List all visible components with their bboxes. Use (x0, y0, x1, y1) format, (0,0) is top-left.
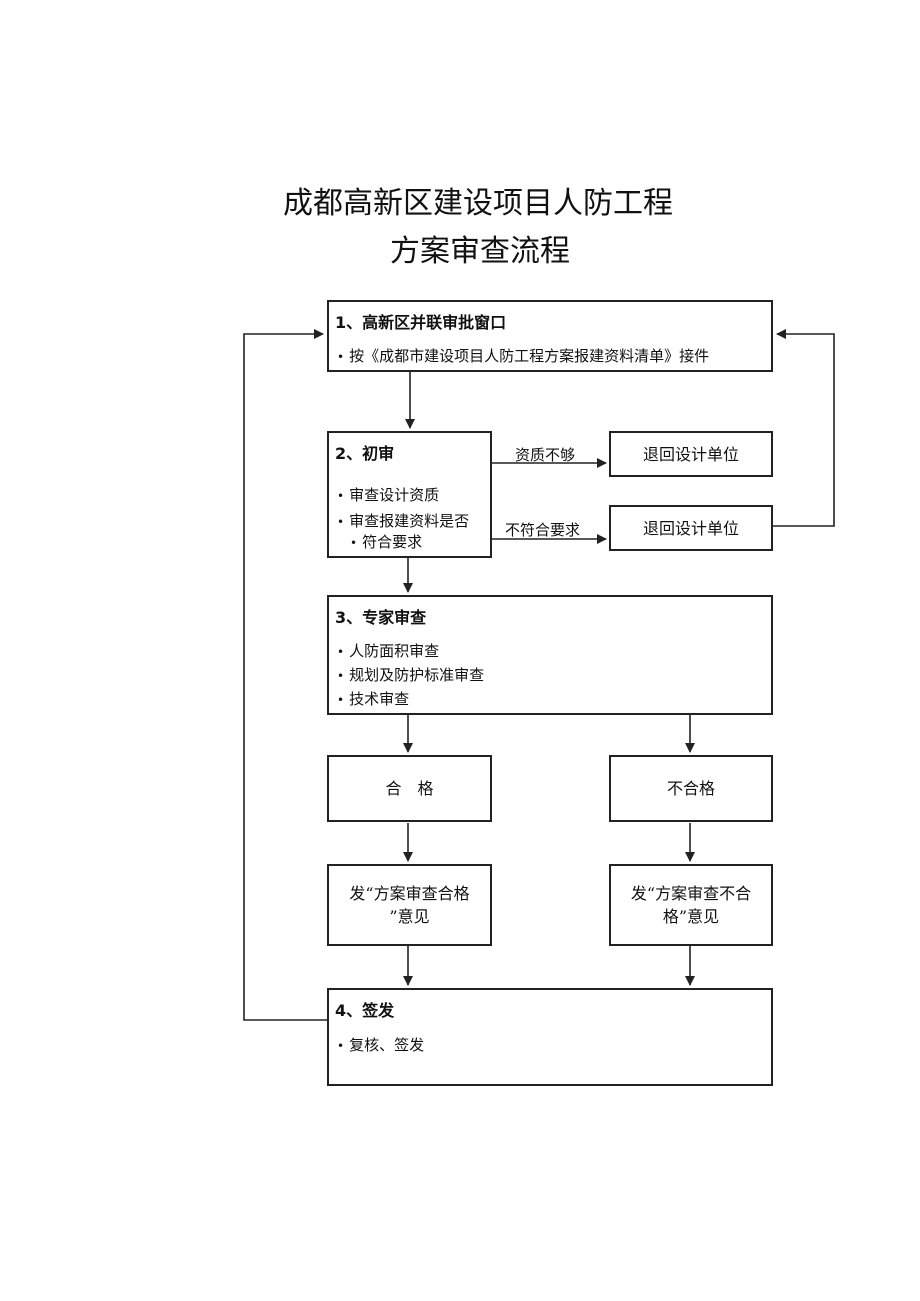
fail-opinion-box: 发“方案审查不合 格”意见 (609, 864, 773, 946)
condition-label-1: 资质不够 (515, 446, 576, 464)
step2-heading: 2、初审 (335, 444, 395, 463)
step3-box: 3、专家审查 人防面积审查 规划及防护标准审查 技术审查 (327, 595, 773, 715)
condition-label-2: 不符合要求 (505, 521, 581, 539)
step2-bullet-2: 审查报建资料是否 (337, 510, 469, 531)
fail-box: 不合格 (609, 755, 773, 822)
step3-bullet-2: 规划及防护标准审查 (337, 664, 484, 685)
step3-bullet-1: 人防面积审查 (337, 640, 439, 661)
page-title-line2: 方案审查流程 (390, 234, 570, 269)
step1-bullet-1: 按《成都市建设项目人防工程方案报建资料清单》接件 (337, 345, 709, 366)
pass-box: 合 格 (327, 755, 492, 822)
pass-opinion-line2: ”意见 (389, 907, 430, 926)
arrow-return2-to-step1 (772, 329, 835, 527)
page-title-line1: 成都高新区建设项目人防工程 (283, 186, 673, 221)
step2-box: 2、初审 审查设计资质 审查报建资料是否 符合要求 (327, 431, 492, 558)
step4-bullet-1: 复核、签发 (337, 1034, 424, 1055)
step4-heading: 4、签发 (335, 1001, 395, 1020)
arrow-step4-to-step1 (243, 329, 328, 1021)
fail-opinion-line2: 格”意见 (662, 907, 720, 926)
step1-box: 1、高新区并联审批窗口 按《成都市建设项目人防工程方案报建资料清单》接件 (327, 300, 773, 372)
return-box-2: 退回设计单位 (609, 505, 773, 551)
fail-opinion-line1: 发“方案审查不合 (630, 884, 752, 903)
step2-bullet-1: 审查设计资质 (337, 484, 439, 505)
step3-bullet-3: 技术审查 (337, 688, 409, 709)
step2-bullet-3: 符合要求 (350, 531, 422, 552)
step1-heading: 1、高新区并联审批窗口 (335, 313, 507, 332)
return-box-1: 退回设计单位 (609, 431, 773, 477)
pass-opinion-box: 发“方案审查合格 ”意见 (327, 864, 492, 946)
step3-heading: 3、专家审查 (335, 608, 427, 627)
pass-opinion-line1: 发“方案审查合格 (349, 884, 470, 903)
step4-box: 4、签发 复核、签发 (327, 988, 773, 1086)
